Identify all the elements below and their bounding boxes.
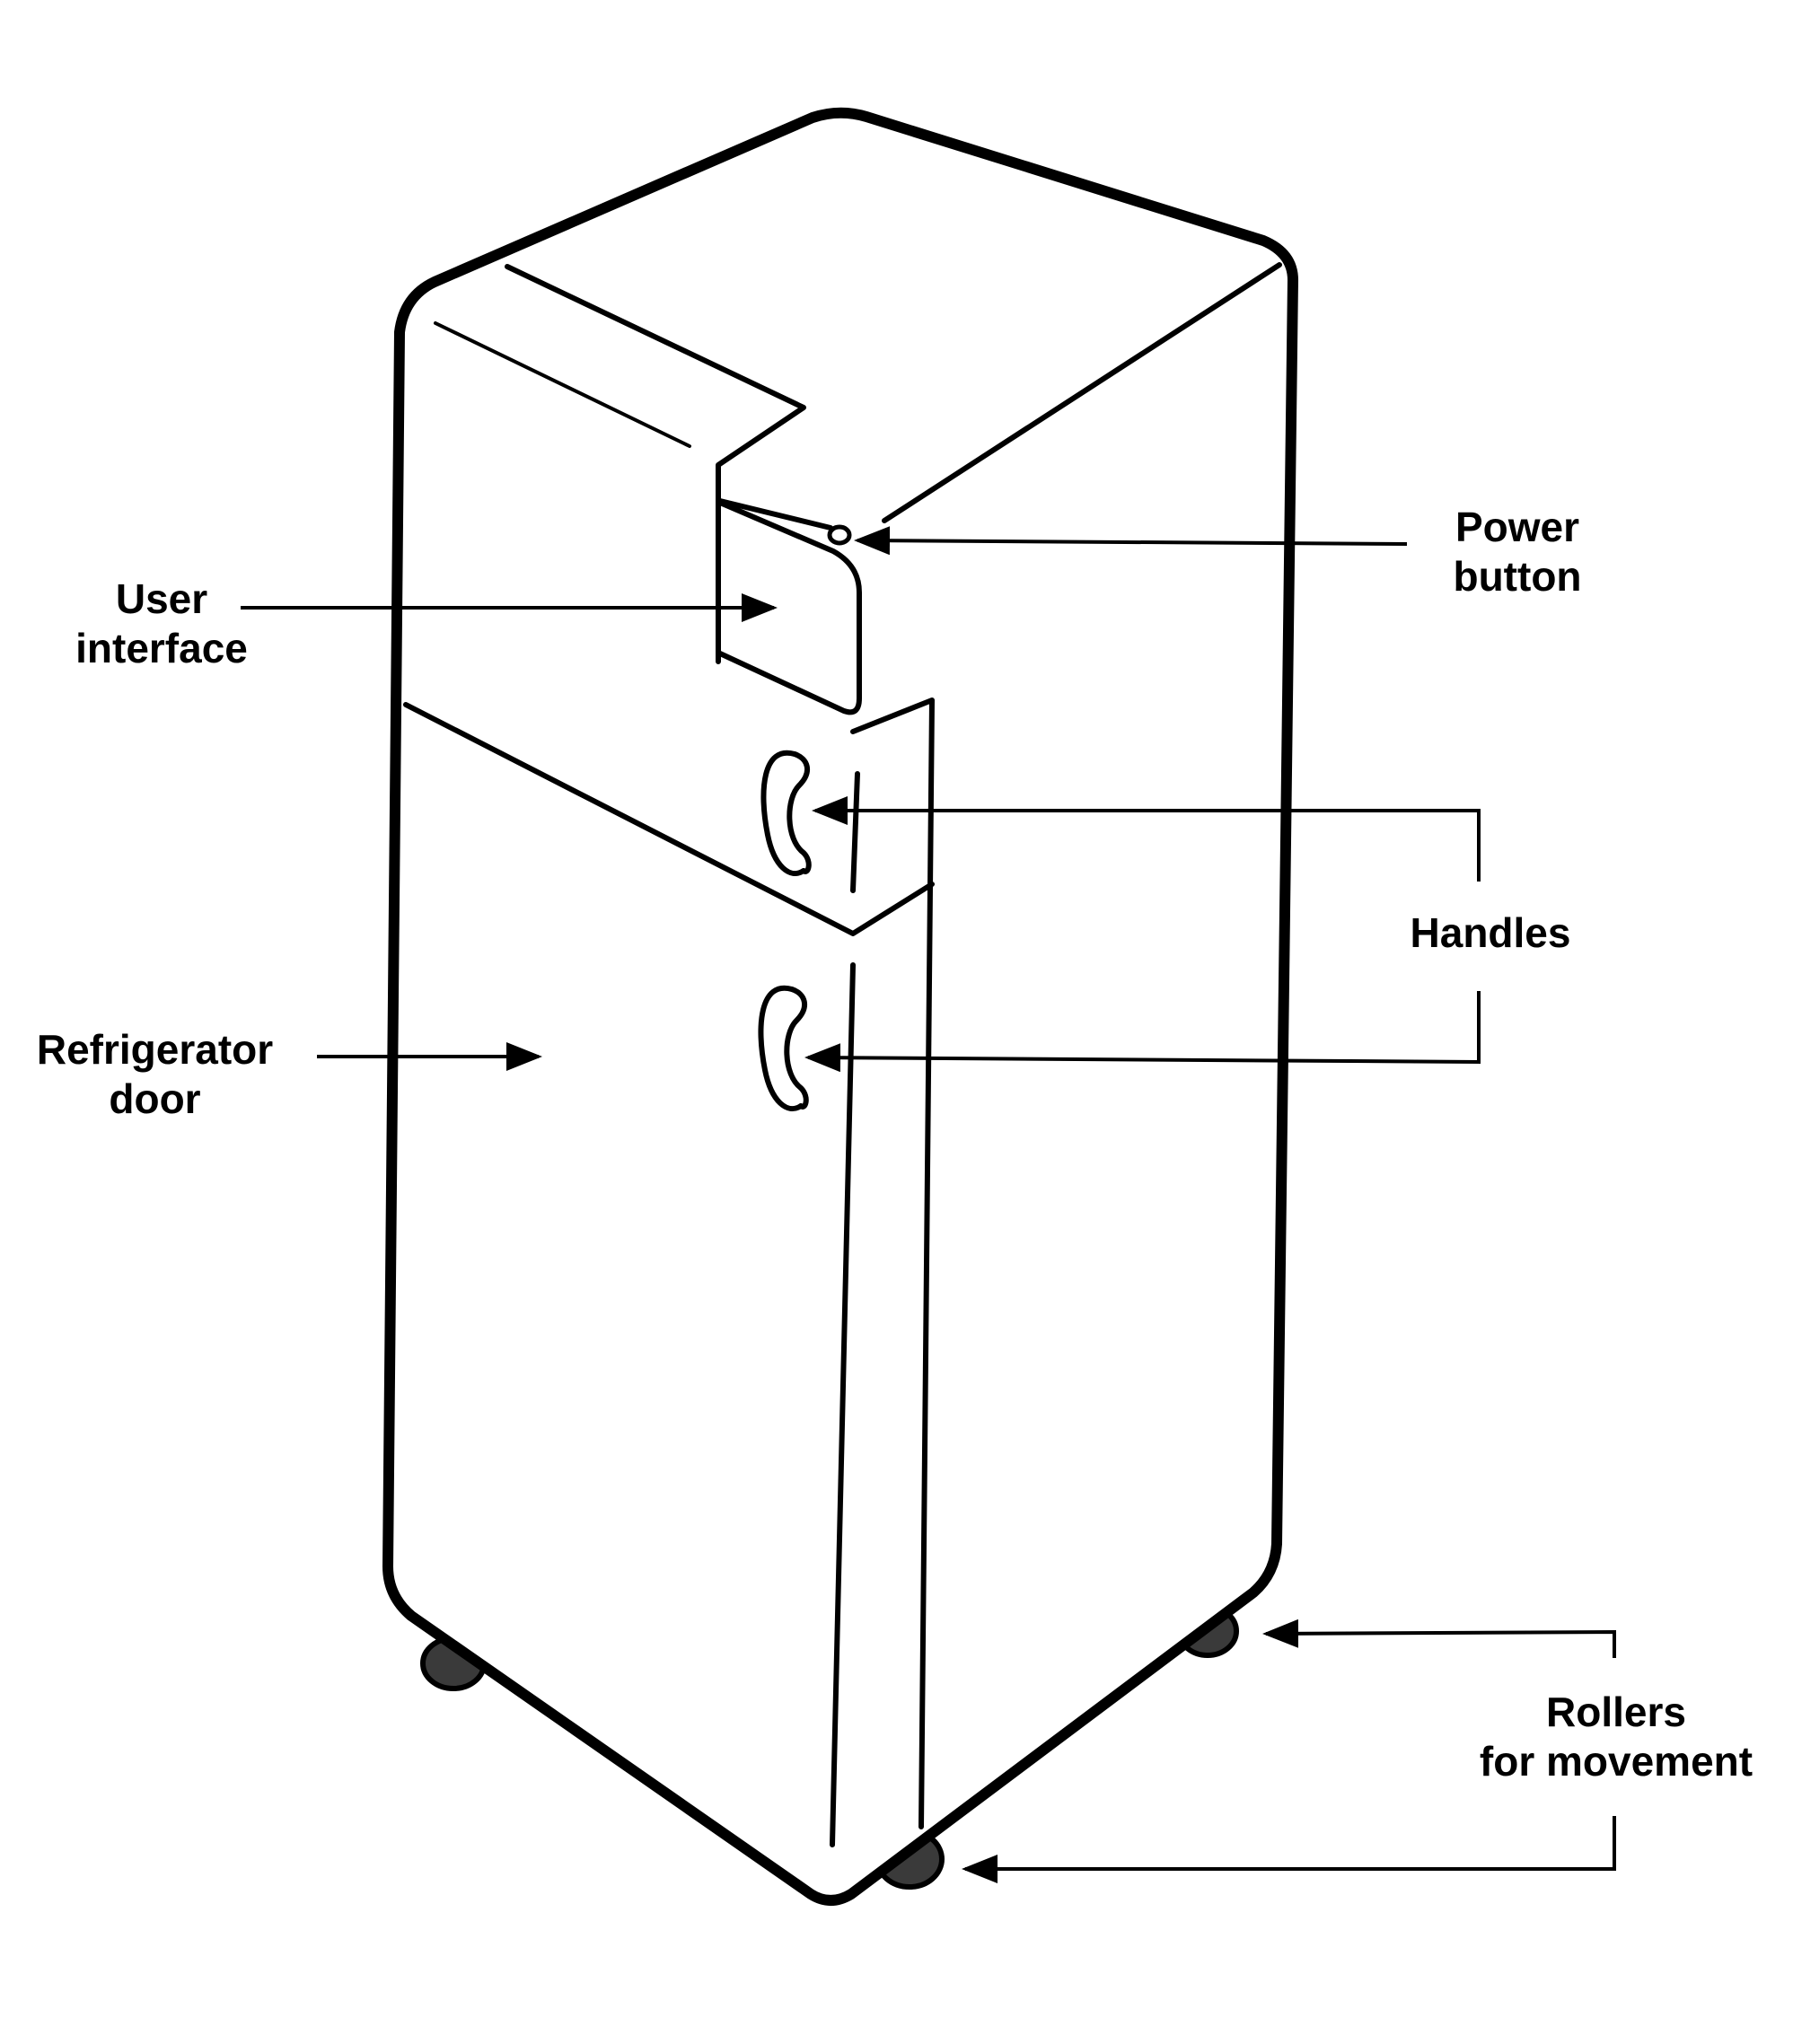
rollers-label: Rollers for movement bbox=[1455, 1688, 1778, 1786]
rollers-label-line1: Rollers bbox=[1546, 1689, 1686, 1735]
refrigerator-door-label-line2: door bbox=[109, 1075, 201, 1122]
handles-upper-leader bbox=[812, 796, 1481, 882]
handles-label: Handles bbox=[1387, 908, 1594, 958]
refrigerator-door-label: Refrigerator door bbox=[18, 1025, 292, 1124]
rollers-lower-leader bbox=[962, 1816, 1616, 1883]
handles-label-line1: Handles bbox=[1410, 909, 1571, 956]
top-face-edges bbox=[434, 262, 1282, 664]
user-interface-panel bbox=[717, 498, 862, 715]
lower-handle-icon bbox=[758, 985, 809, 1111]
power-button-label: Power button bbox=[1419, 503, 1616, 601]
leader-lines bbox=[241, 526, 1616, 1883]
handles-lower-leader bbox=[804, 991, 1481, 1073]
refrigerator-door-label-line1: Refrigerator bbox=[36, 1026, 274, 1073]
power-button-label-line2: button bbox=[1453, 553, 1582, 600]
power-button-label-line1: Power bbox=[1455, 504, 1580, 550]
user-interface-label: User interface bbox=[54, 575, 269, 673]
user-interface-label-line1: User bbox=[115, 575, 208, 622]
power-button-icon bbox=[827, 524, 852, 546]
rollers-upper-leader bbox=[1262, 1619, 1616, 1658]
refrigerator-body bbox=[382, 107, 1298, 1906]
user-interface-label-line2: interface bbox=[75, 625, 248, 671]
upper-handle-icon bbox=[760, 750, 812, 876]
rollers-label-line2: for movement bbox=[1479, 1738, 1753, 1785]
power-button-leader bbox=[854, 526, 1408, 556]
door-edges bbox=[403, 697, 935, 1847]
